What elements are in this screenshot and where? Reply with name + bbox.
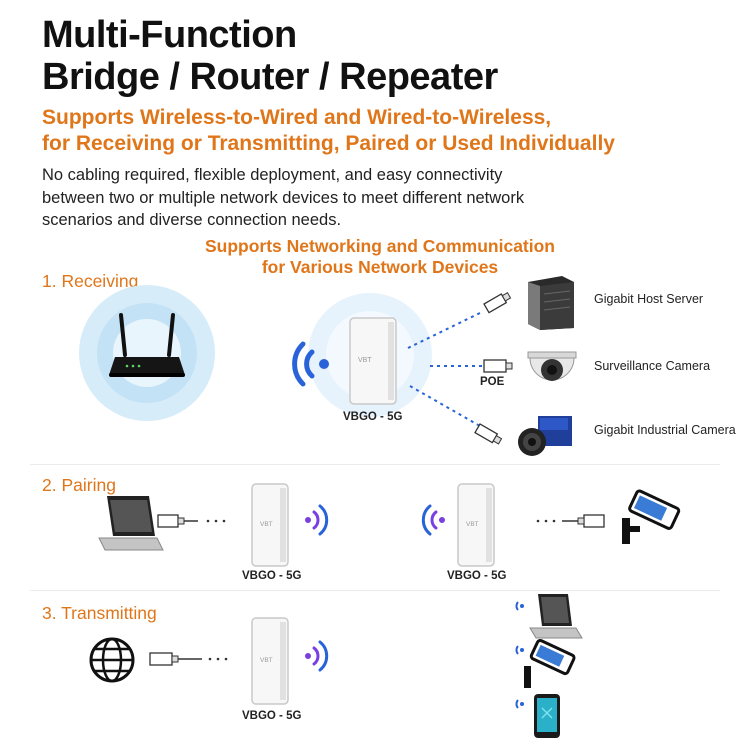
small-wifi-icon-2 [515, 645, 524, 655]
bridge-unit-pair-right: VBT [421, 483, 495, 567]
device-label-server: Gigabit Host Server [594, 292, 704, 306]
bullet-camera-icon [622, 489, 681, 544]
networking-heading: Supports Networking and Communication fo… [170, 236, 590, 278]
device-label-surveillance: Surveillance Camera [594, 359, 711, 373]
bridge-device-icon: VBT [349, 317, 397, 405]
section-divider-1 [30, 464, 720, 465]
transmitting-section-label: 3. Transmitting [42, 603, 157, 623]
page-title: Multi-Function Bridge / Router / Repeate… [42, 14, 498, 98]
bridge-unit-transmitting: VBT [251, 617, 329, 705]
globe-icon [89, 637, 135, 683]
pairing-unit-left-label: VBGO - 5G [242, 570, 302, 582]
transmitting-unit-label: VBGO - 5G [242, 710, 302, 722]
receiving-unit-label: VBGO - 5G [343, 411, 403, 423]
poe-label: POE [480, 376, 505, 388]
subtitle-line-1: Supports Wireless-to-Wired and Wired-to-… [42, 106, 552, 129]
receiving-links [407, 292, 513, 445]
client-laptop-icon [515, 594, 583, 639]
ethernet-plug-icon-pair-left [157, 514, 185, 528]
purple-wifi-signal-icon-left [421, 504, 445, 536]
desc-line-1: No cabling required, flexible deployment… [42, 166, 503, 184]
svg-text:VBT: VBT [358, 357, 372, 364]
transmitting-cable [149, 652, 228, 666]
subtitle: Supports Wireless-to-Wired and Wired-to-… [42, 105, 615, 157]
receiving-section-label: 1. Receiving [42, 271, 139, 291]
pairing-right-cable [536, 514, 605, 528]
purple-wifi-signal-icon-right [305, 504, 329, 536]
dome-camera-icon [527, 351, 577, 381]
ethernet-plug-icon-transmit [149, 652, 179, 666]
ethernet-plug-icon-top [483, 292, 512, 314]
description: No cabling required, flexible deployment… [42, 164, 622, 232]
laptop-icon [98, 496, 164, 551]
networking-heading-line-1: Supports Networking and Communication [204, 236, 555, 256]
networking-heading-line-2: for Various Network Devices [261, 257, 499, 277]
blue-wifi-signal-icon [292, 341, 329, 387]
device-label-industrial: Gigabit Industrial Camera [594, 423, 736, 437]
small-wifi-icon-3 [515, 699, 524, 709]
title-line-2: Bridge / Router / Repeater [42, 56, 498, 98]
ethernet-plug-icon-bottom [474, 423, 503, 445]
industrial-camera-icon [518, 416, 572, 456]
router-illustration [79, 285, 215, 421]
desc-line-2: between two or multiple network devices … [42, 188, 525, 207]
wifi-router-icon [109, 313, 185, 377]
title-line-1: Multi-Function [42, 14, 297, 56]
purple-wifi-signal-icon-transmit [305, 640, 329, 672]
small-wifi-icon-1 [515, 601, 524, 611]
svg-text:VBT: VBT [466, 521, 479, 528]
server-icon [528, 276, 574, 330]
bridge-unit-pair-left: VBT [251, 483, 329, 567]
client-phone-icon [515, 694, 560, 738]
ethernet-plug-icon-middle [483, 359, 513, 373]
pairing-left-cable [157, 514, 226, 528]
pairing-section-label: 2. Pairing [42, 475, 116, 495]
svg-text:VBT: VBT [260, 657, 273, 664]
bridge-unit-receiving: VBT [292, 293, 432, 417]
section-divider-2 [30, 590, 720, 591]
svg-text:VBT: VBT [260, 521, 273, 528]
ethernet-plug-icon-pair-right [577, 514, 605, 528]
subtitle-line-2: for Receiving or Transmitting, Paired or… [42, 132, 615, 155]
client-camera-icon [515, 639, 576, 688]
desc-line-3: scenarios and diverse connection needs. [42, 211, 342, 229]
pairing-unit-right-label: VBGO - 5G [447, 570, 507, 582]
